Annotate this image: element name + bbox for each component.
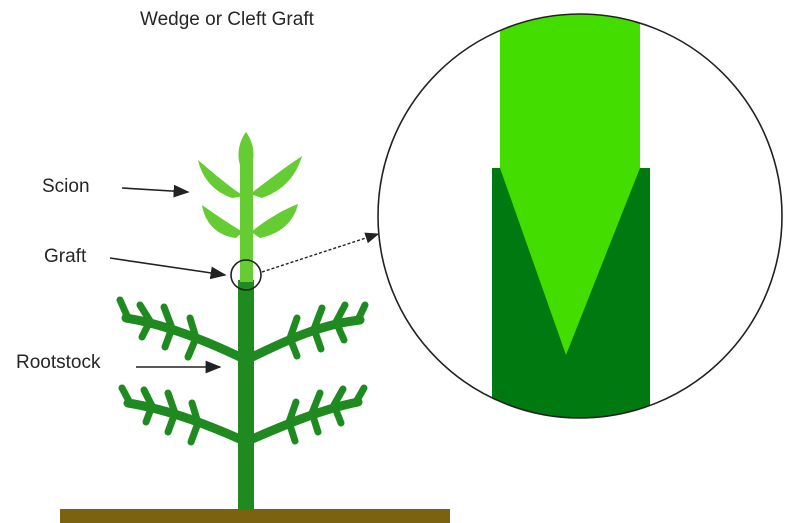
rootstock-stem — [238, 280, 254, 510]
zoom-scion — [500, 14, 640, 174]
ground-bar — [60, 509, 450, 523]
scion-shoot — [198, 132, 302, 282]
graft-arrow — [110, 258, 225, 275]
scion-arrow — [122, 188, 188, 192]
zoom-connector-line — [262, 234, 378, 272]
graft-zoom-view — [378, 14, 782, 418]
